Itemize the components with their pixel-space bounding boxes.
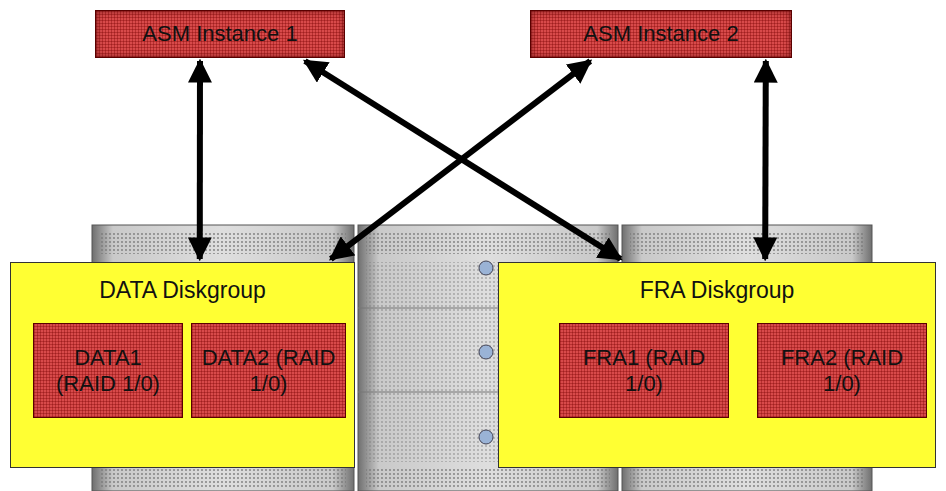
asm-instance-box: ASM Instance 1 [95,10,345,58]
raid-volume-box: FRA1 (RAID 1/0) [559,323,729,418]
access-arrow [762,61,769,259]
asm-instance-box: ASM Instance 2 [530,10,792,58]
diskgroup-box: DATA DiskgroupDATA1 (RAID 1/0)DATA2 (RAI… [10,262,355,468]
group-heading: FRA Diskgroup [499,277,935,303]
raid-volume-box: DATA1 (RAID 1/0) [33,323,183,418]
access-arrow [305,61,621,259]
box-label: FRA2 (RAID 1/0) [758,345,926,396]
access-arrow [331,61,590,259]
raid-volume-box: DATA2 (RAID 1/0) [191,323,346,418]
diskgroup-box: FRA DiskgroupFRA1 (RAID 1/0) FRA2 (RAID 1… [498,262,936,468]
box-label: ASM Instance 2 [575,21,746,46]
box-label: DATA1 (RAID 1/0) [34,345,182,396]
access-arrow [197,61,203,259]
box-label: DATA2 (RAID 1/0) [192,345,345,396]
raid-volume-box: FRA2 (RAID 1/0) [757,323,927,418]
box-label: ASM Instance 1 [134,21,305,46]
box-label: FRA1 (RAID 1/0) [560,345,728,396]
group-heading: DATA Diskgroup [11,277,354,303]
